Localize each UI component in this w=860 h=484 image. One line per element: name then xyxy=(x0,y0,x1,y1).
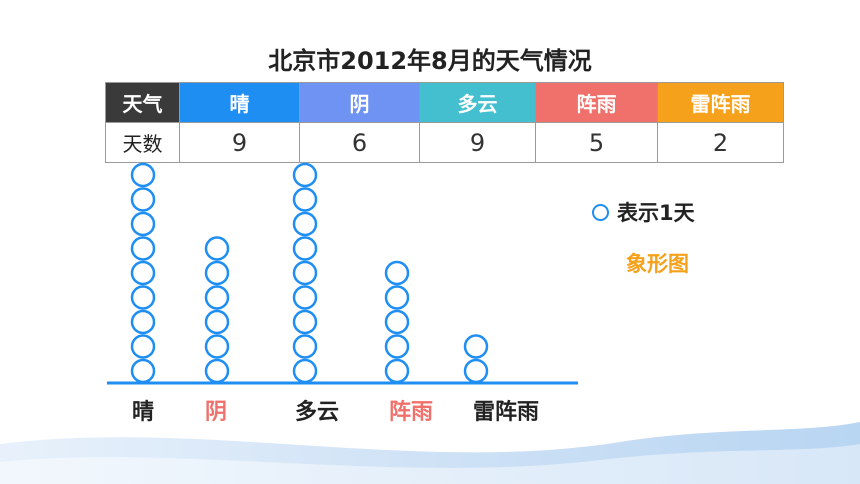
chart-type-label: 象形图 xyxy=(626,252,689,276)
category-label-thunder-shower: 雷阵雨 xyxy=(473,399,539,425)
table-row-label-days: 天数 xyxy=(105,122,180,163)
pictograph-circle-shower xyxy=(384,358,410,384)
pictograph-circle-cloudy xyxy=(292,358,318,384)
pictograph-circle-overcast xyxy=(204,334,230,359)
pictograph-circle-shower xyxy=(384,309,410,335)
table-value-overcast: 6 xyxy=(299,122,420,163)
pictograph-circle-sunny xyxy=(130,162,156,188)
pictograph-circle-shower xyxy=(384,334,410,359)
pictograph-circle-sunny xyxy=(130,187,156,212)
table-row-label-weather: 天气 xyxy=(105,82,180,123)
pictograph-circle-sunny xyxy=(130,236,156,261)
legend: 表示1天 xyxy=(592,197,695,227)
category-label-sunny: 晴 xyxy=(132,399,154,425)
pictograph-circle-sunny xyxy=(130,358,156,384)
pictograph-circle-shower xyxy=(384,285,410,310)
decorative-wave xyxy=(0,422,860,484)
category-label-cloudy: 多云 xyxy=(295,399,339,425)
table-value-thunder-shower: 2 xyxy=(657,122,784,163)
table-header-row: 天气 晴 阴 多云 阵雨 雷阵雨 xyxy=(105,82,784,123)
pictograph-circle-thunder-shower xyxy=(463,334,489,359)
pictograph-circle-cloudy xyxy=(292,309,318,335)
category-label-overcast: 阴 xyxy=(205,400,227,425)
pictograph-circle-cloudy xyxy=(292,260,318,286)
table-header-thunder-shower: 雷阵雨 xyxy=(657,82,784,123)
pictograph-circle-cloudy xyxy=(292,211,318,237)
weather-table: 天气 晴 阴 多云 阵雨 雷阵雨 天数 9 6 9 5 2 xyxy=(105,82,784,163)
pictograph-circle-sunny xyxy=(130,211,156,237)
pictograph-circle-cloudy xyxy=(292,162,318,188)
pictograph-circle-sunny xyxy=(130,334,156,359)
legend-circle-icon xyxy=(592,203,609,221)
pictograph-circle-overcast xyxy=(204,236,230,261)
pictograph-circle-overcast xyxy=(204,309,230,335)
table-header-overcast: 阴 xyxy=(299,82,420,123)
pictograph-circle-sunny xyxy=(130,260,156,286)
pictograph-circle-sunny xyxy=(130,309,156,335)
table-header-shower: 阵雨 xyxy=(535,82,658,123)
pictograph-circle-cloudy xyxy=(292,285,318,310)
table-header-sunny: 晴 xyxy=(179,82,300,123)
category-label-shower: 阵雨 xyxy=(389,399,433,425)
legend-text: 表示1天 xyxy=(617,201,695,225)
pictograph-circle-thunder-shower xyxy=(463,358,489,384)
pictograph-circle-cloudy xyxy=(292,187,318,212)
table-value-cloudy: 9 xyxy=(419,122,536,163)
table-value-sunny: 9 xyxy=(179,122,300,163)
table-header-cloudy: 多云 xyxy=(419,82,536,123)
pictograph-circle-overcast xyxy=(204,358,230,384)
pictograph-circle-cloudy xyxy=(292,236,318,261)
pictograph-circle-sunny xyxy=(130,285,156,310)
pictograph-circle-cloudy xyxy=(292,334,318,359)
pictograph-circle-overcast xyxy=(204,285,230,310)
pictograph-circle-overcast xyxy=(204,260,230,286)
pictograph-circle-shower xyxy=(384,260,410,286)
table-value-row: 天数 9 6 9 5 2 xyxy=(105,122,784,163)
chart-title: 北京市2012年8月的天气情况 xyxy=(268,47,592,75)
